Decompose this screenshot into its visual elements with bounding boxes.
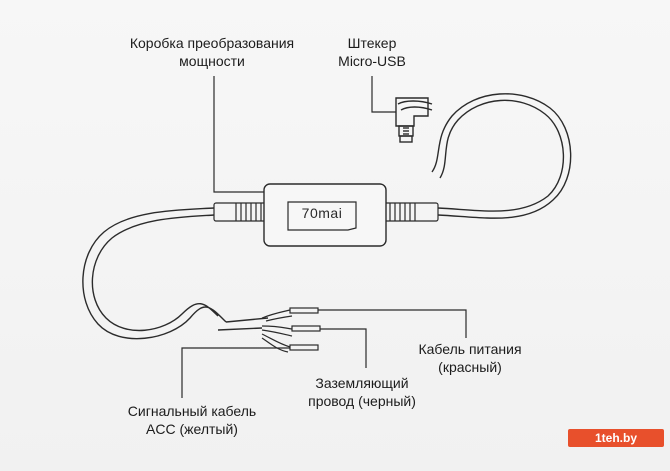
power-cable-label-line1: Кабель питания: [418, 341, 522, 357]
output-wires: [261, 307, 321, 353]
brand-logo: 70mai: [301, 205, 343, 221]
site-watermark: 1teh.by: [568, 429, 664, 447]
left-cable-loop: [82, 207, 269, 340]
acc-cable-label: Сигнальный кабель ACC (желтый): [112, 402, 272, 438]
ground-wire-label-line1: Заземляющий: [315, 375, 409, 391]
right-strain-relief: [383, 202, 439, 222]
power-cable-label-line2: (красный): [438, 359, 502, 375]
power-box-label-line2: мощности: [179, 53, 245, 69]
right-cable-loop: [397, 93, 572, 219]
micro-usb-label-line1: Штекер: [347, 35, 397, 51]
micro-usb-label-line2: Micro-USB: [338, 53, 406, 69]
power-box-label: Коробка преобразования мощности: [112, 34, 312, 70]
micro-usb-plug: [395, 97, 429, 143]
brand-badge-outline: [287, 201, 357, 231]
ground-wire-label-line2: провод (черный): [308, 393, 416, 409]
power-box-label-line1: Коробка преобразования: [129, 35, 295, 51]
ground-wire-label: Заземляющий провод (черный): [292, 374, 432, 410]
micro-usb-label: Штекер Micro-USB: [322, 34, 422, 70]
power-cable-label: Кабель питания (красный): [405, 340, 535, 376]
leader-lines: [181, 76, 467, 398]
left-strain-relief: [213, 202, 267, 222]
acc-cable-label-line2: ACC (желтый): [146, 421, 238, 437]
acc-cable-label-line1: Сигнальный кабель: [127, 403, 257, 419]
